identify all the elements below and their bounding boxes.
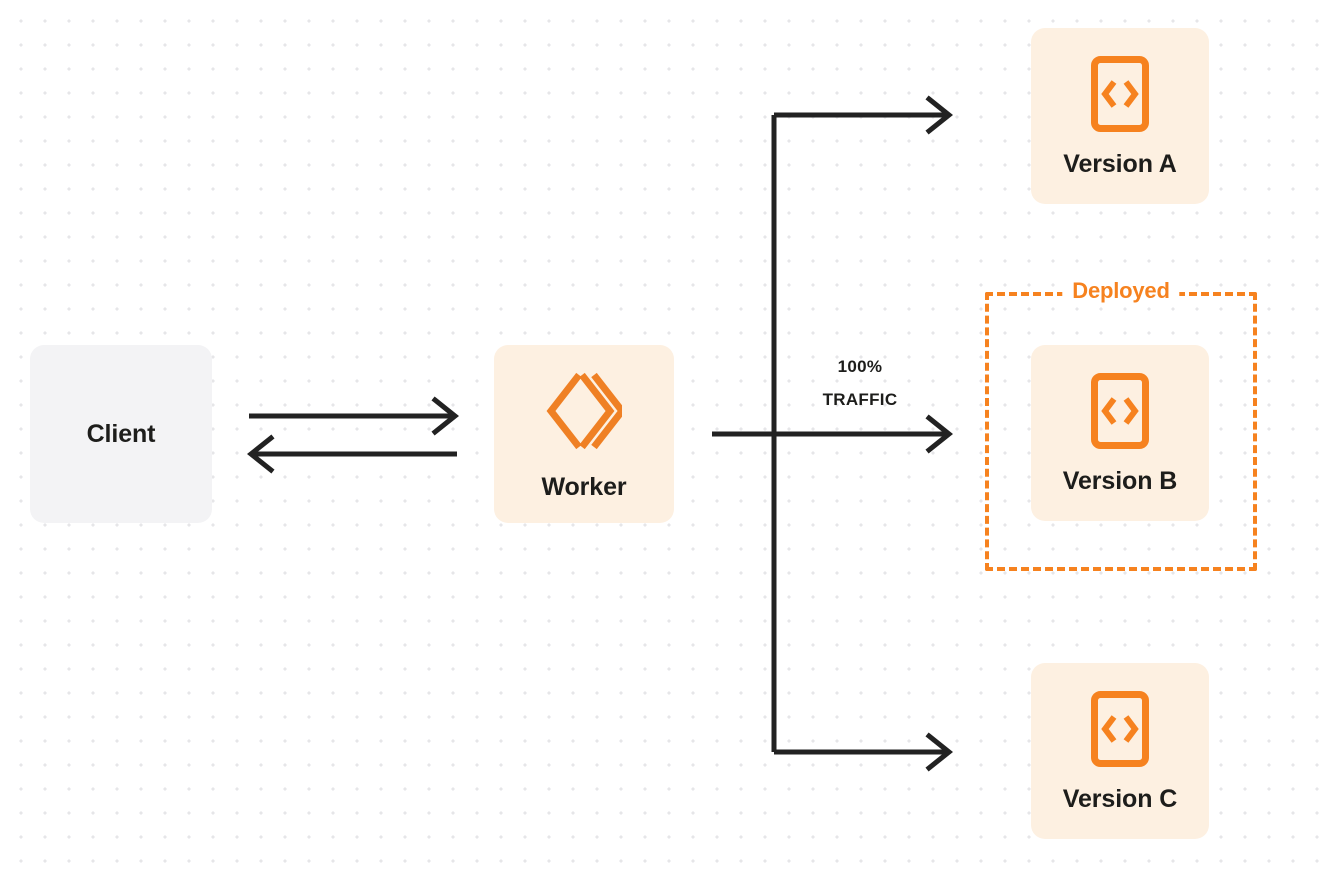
client-node[interactable]: Client	[30, 345, 212, 523]
traffic-percent: 100%	[837, 357, 883, 376]
client-label: Client	[86, 419, 156, 448]
version-c-label: Version C	[1062, 784, 1178, 813]
version-c-node[interactable]: Version C	[1031, 663, 1209, 839]
edge-bus-to-version-c	[774, 732, 954, 772]
traffic-label: 100% TRAFFIC	[790, 350, 930, 416]
edge-bus-to-version-a	[774, 95, 954, 135]
deployed-group: Deployed	[985, 280, 1257, 571]
edge-traffic-bus	[712, 115, 946, 752]
worker-node[interactable]: Worker	[494, 345, 674, 523]
version-b-node[interactable]: Version B	[1031, 345, 1209, 521]
version-b-label: Version B	[1062, 466, 1178, 495]
edge-bus-to-version-b	[925, 414, 954, 454]
code-file-icon	[1091, 690, 1149, 767]
version-a-label: Version A	[1063, 149, 1177, 178]
deployed-group-label: Deployed	[1062, 280, 1180, 303]
traffic-word: TRAFFIC	[822, 390, 898, 410]
edge-client-to-worker	[249, 396, 460, 436]
cloudflare-workers-logo-icon	[546, 369, 627, 453]
edge-worker-to-client	[246, 434, 457, 474]
code-file-icon	[1091, 372, 1149, 449]
worker-label: Worker	[541, 472, 627, 501]
version-a-node[interactable]: Version A	[1031, 28, 1209, 204]
code-file-icon	[1091, 55, 1149, 132]
